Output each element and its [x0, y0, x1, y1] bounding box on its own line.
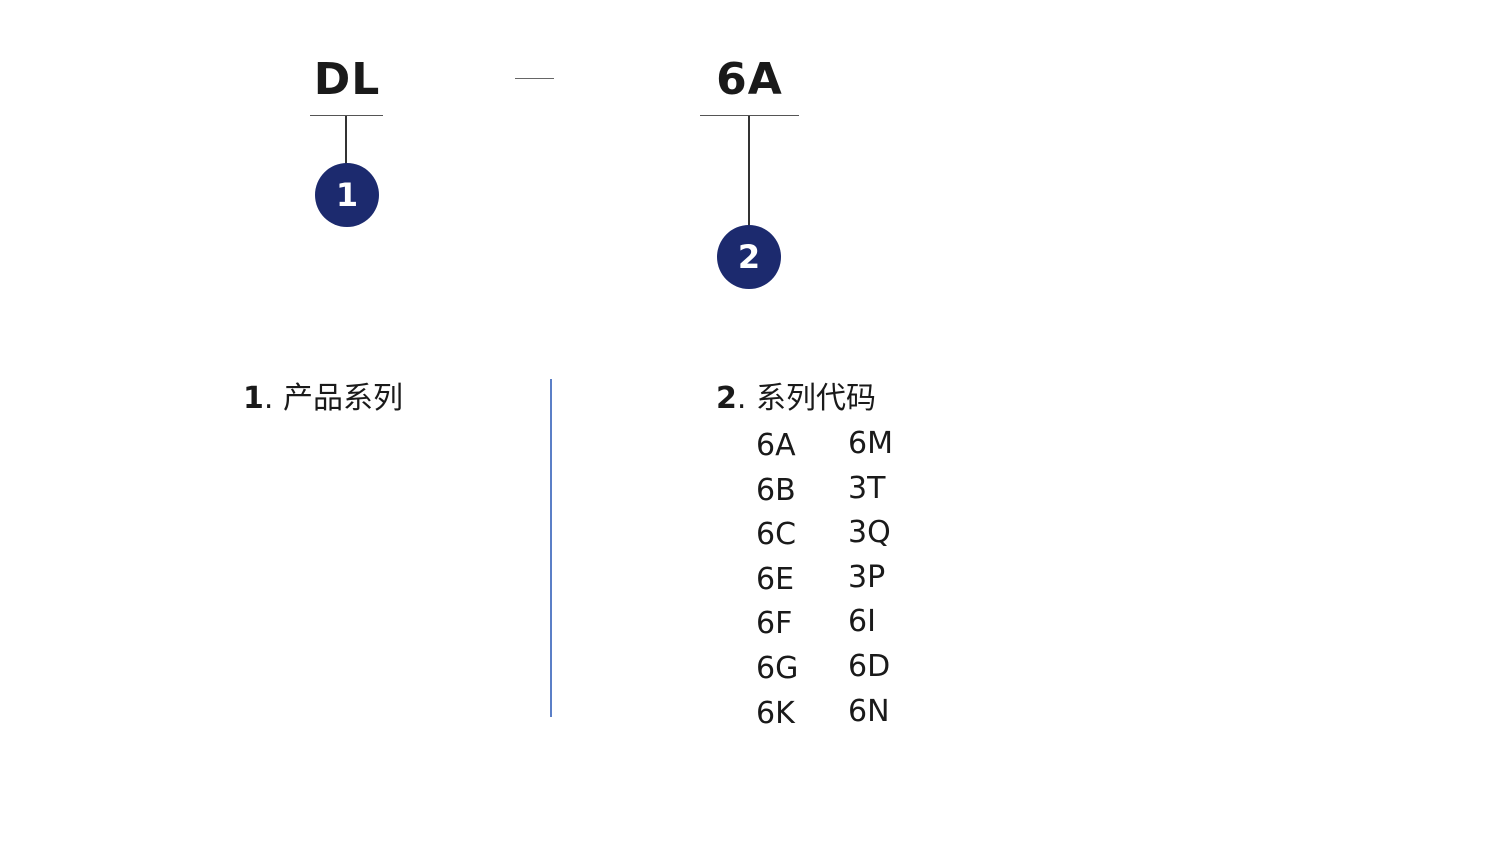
series-code-list-col2: 6M 3T 3Q 3P 6I 6D 6N [848, 422, 893, 734]
code-segment-dl: DL [313, 54, 381, 105]
series-code: 3T [848, 470, 886, 506]
series-code-list-col1: 6A 6B 6C 6E 6F 6G 6K [756, 424, 798, 736]
series-code: 3P [848, 559, 886, 595]
legend: 1. 产品系列 2. 系列代码 6A 6B 6C 6E 6F 6G 6K 6M … [0, 360, 1500, 760]
code-segment-underline [700, 115, 799, 116]
legend-divider [550, 379, 552, 717]
separator-dash [515, 78, 554, 79]
marker-2: 2 [717, 225, 781, 289]
series-code: 6D [848, 648, 891, 684]
legend-number: 1 [243, 381, 264, 416]
code-segment-underline [310, 115, 383, 116]
series-code: 6B [756, 472, 796, 508]
model-code-diagram: DL 1 6A 2 [0, 0, 1500, 320]
series-code: 6I [848, 604, 876, 640]
series-code: 6C [756, 517, 797, 553]
series-code: 6K [756, 695, 795, 731]
series-code: 6G [756, 650, 799, 686]
series-code: 3Q [848, 515, 891, 551]
series-code: 6M [848, 426, 893, 461]
legend-dot: . [736, 381, 756, 416]
connector-line [748, 116, 750, 226]
marker-1: 1 [315, 163, 379, 227]
legend-item-product-series: 1. 产品系列 [243, 384, 403, 414]
legend-item-series-code: 2. 系列代码 [716, 384, 876, 414]
series-code: 6N [848, 693, 890, 729]
series-code: 6F [756, 606, 793, 642]
legend-dot: . [263, 381, 283, 416]
legend-title: 系列代码 [755, 381, 876, 416]
series-code: 6A [756, 428, 796, 463]
code-segment-6a: 6A [716, 54, 783, 105]
connector-line [345, 116, 347, 164]
legend-title: 产品系列 [282, 381, 403, 416]
legend-number: 2 [716, 381, 737, 416]
series-code: 6E [756, 561, 795, 597]
